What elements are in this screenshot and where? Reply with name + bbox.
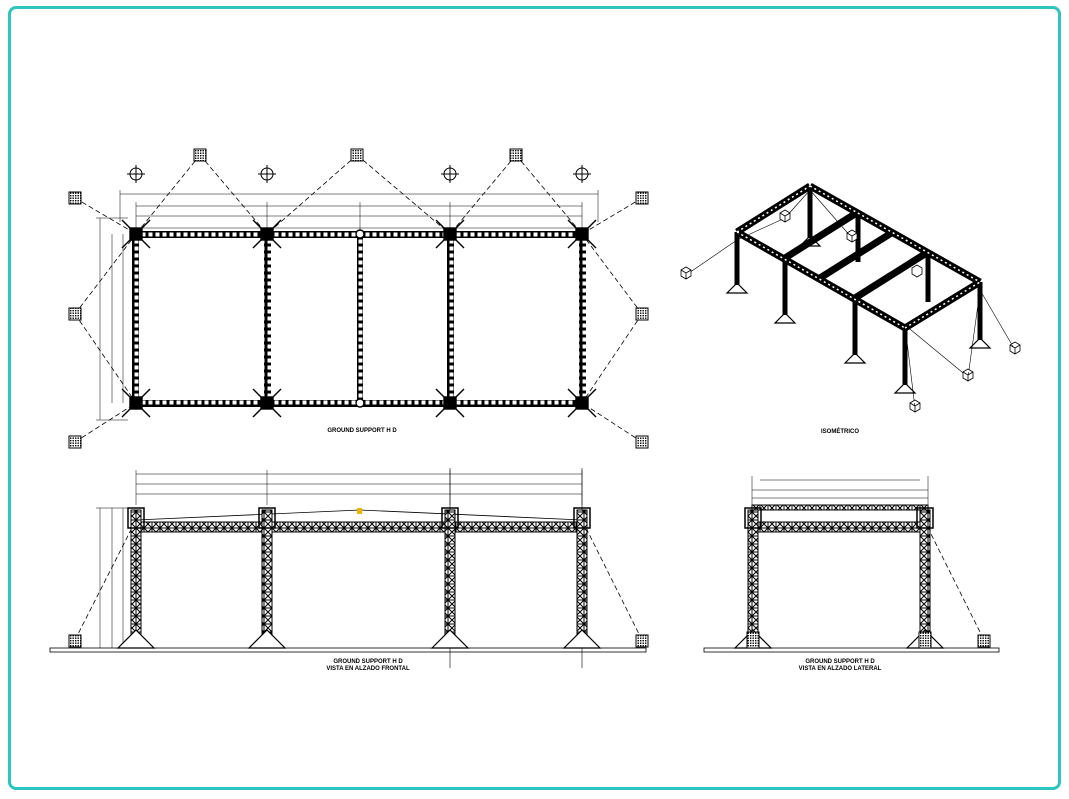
isometric-title: ISOMÉTRICO [821,427,859,435]
front-elevation: GROUND SUPPORT H D VISTA EN ALZADO FRONT… [49,468,649,672]
side-elevation-subtitle: VISTA EN ALZADO LATERAL [799,666,882,672]
hoist-symbol-icon [127,165,591,183]
front-elevation-title: GROUND SUPPORT H D [333,659,403,665]
front-elevation-subtitle: VISTA EN ALZADO FRONTAL [326,666,410,672]
plan-view-title: GROUND SUPPORT H D [327,428,397,434]
ballast-block-icon [68,148,649,449]
isometric-view: ISOMÉTRICO [680,182,1021,435]
side-elevation: GROUND SUPPORT H D VISTA EN ALZADO LATER… [703,476,1000,672]
plan-view: GROUND SUPPORT H D [68,148,649,449]
drawing-frame [8,6,1061,790]
apex-marker [357,508,362,514]
side-elevation-title: GROUND SUPPORT H D [805,659,875,665]
